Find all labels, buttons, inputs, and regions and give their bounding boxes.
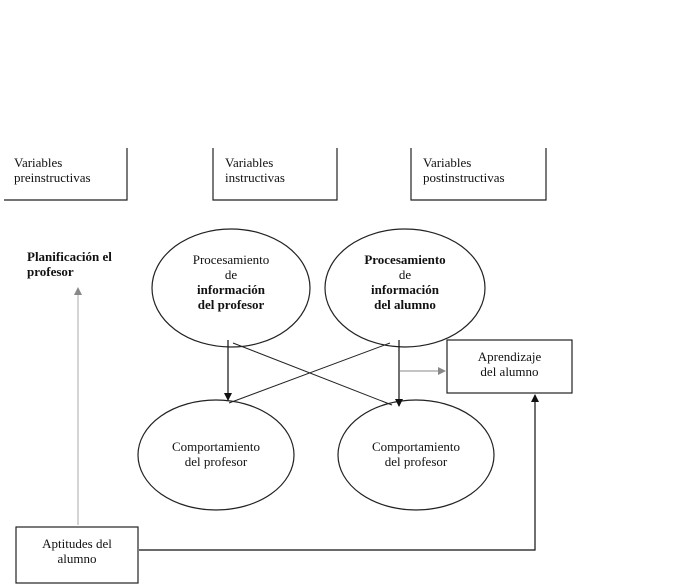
teacher-processing-label: Procesamiento de información del profeso…: [192, 252, 270, 312]
teacher-behavior-left-label: Comportamiento del profesor: [171, 439, 261, 469]
learning-label: Aprendizaje del alumno: [477, 349, 542, 379]
arrow-cross-teacher-to-right: [232, 342, 393, 406]
planning-label: Planificación el profesor: [27, 249, 112, 279]
preinstructive-box: [4, 148, 128, 201]
instructive-box: [212, 148, 338, 201]
aptitudes-label: Aptitudes del alumno: [42, 536, 112, 566]
teacher-behavior-right-node: [337, 399, 495, 511]
instructive-label: Variables instructivas: [225, 155, 285, 185]
postinstructive-label: Variables postinstructivas: [423, 155, 505, 185]
teacher-behavior-right-label: Comportamiento del profesor: [371, 439, 461, 469]
arrow-cross-student-to-left: [228, 342, 391, 404]
student-processing-label: Procesamiento de información del alumno: [364, 252, 446, 312]
student-processing-node: [324, 228, 486, 348]
arrow-aptitudes-to-learning: [139, 394, 539, 551]
preinstructive-label: Variables preinstructivas: [14, 155, 91, 185]
learning-box: [446, 339, 573, 394]
teacher-processing-node: [151, 228, 311, 348]
aptitudes-box: [15, 526, 139, 584]
postinstructive-box: [410, 148, 547, 201]
teacher-behavior-left-node: [137, 399, 295, 511]
